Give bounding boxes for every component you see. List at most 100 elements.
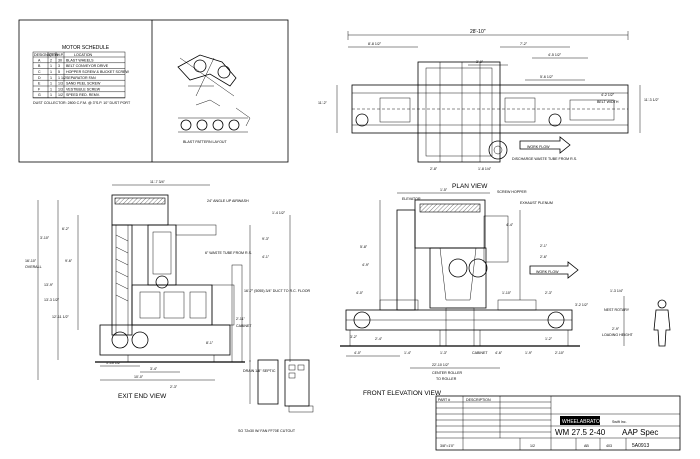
ms-cell: HOPPER SCREW & BUCKET SCREW — [66, 70, 129, 74]
tb-notes-head: PART # — [438, 398, 450, 402]
ms-cell: 1 — [50, 64, 52, 68]
exit-dim-d6: 9'-3" — [262, 237, 270, 241]
exit-dim-d10: 1'-10 1/2" — [106, 361, 122, 365]
front-dim-d18: 2'-10" — [555, 351, 565, 355]
ms-cell: C — [38, 70, 41, 74]
plan-dim-d8: 11'-3 1/2" — [644, 98, 660, 102]
exit-dim-d11: 3'-4" — [150, 367, 158, 371]
exit-dim-d14: 8'-1" — [206, 341, 214, 345]
scale-figure — [653, 299, 671, 347]
ms-cell: SAND PEEL SCREW — [66, 82, 101, 86]
plan-belt-width-label: BELT WIDTH — [597, 100, 619, 104]
front-dim-d4: 4'-4" — [506, 223, 514, 227]
front-dim-d8: 1'-10" — [502, 291, 512, 295]
plan-work-flow-arrow — [519, 136, 571, 154]
ms-cell: A — [38, 58, 41, 62]
title-block: PART # DESCRIPTION WHEELABRATOR Swift In… — [435, 395, 681, 451]
ms-cell: 1 — [50, 70, 52, 74]
ms-cell: 1/3 — [58, 87, 63, 91]
tb-model: WM 27.5 2-40 — [555, 428, 606, 437]
tb-rev: 403 — [606, 444, 612, 448]
front-dim-d5: 2'-1" — [540, 244, 548, 248]
ms-header-designation: DESIGNATION — [34, 53, 59, 57]
blast-pattern-label: BLAST PATTERN LAYOUT — [183, 140, 227, 144]
exit-dim-d13: 2'-11" — [236, 317, 246, 321]
tb-size: 1/2 — [530, 444, 535, 448]
front-dim-d11: 1'-4" — [404, 351, 412, 355]
ms-cell: VESTIBULE SCREW — [66, 87, 101, 91]
front-elevation-title: FRONT ELEVATION VIEW — [363, 390, 442, 397]
front-work-flow-arrow — [529, 261, 579, 279]
exit-dim-d3: 3'-10" — [40, 236, 50, 240]
front-elev-label: ELEVATOR — [402, 197, 421, 201]
plan-dim-d5: 5'-6 1/2" — [540, 75, 554, 79]
ms-cell: 30 — [58, 58, 62, 62]
front-dim-d7: 4'-0" — [356, 291, 364, 295]
tb-client: Swift Inc. — [612, 420, 627, 424]
ms-cell: 1/2 — [58, 93, 63, 97]
ms-cell: BELT CONVEYOR DRIVE — [66, 64, 109, 68]
front-dim-d17: 1'-9" — [525, 351, 533, 355]
motor-schedule-title: MOTOR SCHEDULE — [62, 45, 110, 51]
plan-dim-overall: 28'-10" — [470, 29, 486, 35]
exit-dim-d1: 1'-4 1/2" — [272, 211, 286, 215]
plan-dim-d6: 11'-2" — [318, 101, 328, 105]
tb-sheet: AB — [584, 444, 589, 448]
ms-cell: BLAST WHEELS — [66, 58, 94, 62]
ms-cell: 2 — [50, 58, 52, 62]
ms-cell: E — [38, 82, 41, 86]
panel-cutout-note: SO 72x30 W/ FAN FF70E CUTOUT — [238, 429, 296, 433]
front-dim-d10: 4'-0" — [354, 351, 362, 355]
exit-cabinet-label: CABINET — [236, 324, 252, 328]
plan-dim-d3: 4'-5 1/2" — [548, 53, 562, 57]
front-side-height: 1'-3 1/4" — [610, 289, 624, 293]
front-nest-rotary: NEST ROTARY — [604, 308, 630, 312]
plan-dim-d2: 7'-2" — [520, 42, 528, 46]
front-elevation-view: 1'-5" SCREW HOPPER EXHAUST PLENUM ELEVAT… — [340, 188, 634, 397]
ms-header-location: LOCATION — [74, 53, 93, 57]
tb-company: WHEELABRATOR — [562, 419, 604, 425]
front-dim-d9: 2'-3" — [545, 291, 553, 295]
ms-cell: D — [38, 76, 41, 80]
exit-dim-d15: 2'-3" — [170, 385, 178, 389]
plan-discharge-label: DISCHARGE WASTE TUBE FROM R.S. — [512, 157, 577, 161]
plan-work-flow-label: WORK FLOW — [527, 145, 550, 149]
exit-dim-d7: 4'-1" — [262, 255, 270, 259]
exit-end-view: 11'-7 3/4" 16'-10" OVERALL 3'-10" 6'-2" … — [25, 180, 311, 400]
exit-drain-label: DRAIN 1/8" SEPTIC — [243, 369, 276, 373]
ms-cell: SEPARATOR FAN — [66, 76, 96, 80]
front-dim-d2: 5'-8" — [360, 245, 368, 249]
front-dim-d1: 1'-5" — [440, 188, 448, 192]
exit-dim-overall-height: 16'-10" — [25, 259, 37, 263]
ms-cell: 5 — [58, 70, 60, 74]
front-loading-height: LOADING HEIGHT — [602, 333, 634, 337]
ms-cell: 1 — [50, 93, 52, 97]
plan-view-title: PLAN VIEW — [452, 183, 488, 190]
ms-cell: 1 — [50, 87, 52, 91]
exit-dim-d9: 12'-11 1/2" — [52, 315, 70, 319]
plan-dim-d1: 8'-8 1/2" — [368, 42, 382, 46]
tb-company-logo-bg — [560, 416, 600, 425]
exit-dim-d8: 13'-3 1/2" — [44, 298, 60, 302]
front-dim-d13: 4'-6" — [495, 351, 503, 355]
front-exhaust-label: EXHAUST PLENUM — [520, 201, 553, 205]
ms-cell: SPEED RED. REMV. — [66, 93, 100, 97]
exit-dim-top: 11'-7 3/4" — [150, 180, 166, 184]
ms-cell: B — [38, 64, 41, 68]
exit-dim-d2: 6'-2" — [62, 227, 70, 231]
exit-dim-d12: 10'-0" — [134, 375, 144, 379]
front-height-right: 3'-2 1/2" — [575, 303, 589, 307]
ms-cell: 3 — [58, 64, 60, 68]
tb-spec: AAP Spec — [622, 428, 658, 437]
front-dim-d6: 2'-6" — [540, 255, 548, 259]
motor-schedule-box: MOTOR SCHEDULE DESIGNATION QTY. H.P. LOC… — [18, 19, 289, 163]
plan-dim-d9: 1'-8 1/4" — [478, 167, 492, 171]
front-screw-label: SCREW HOPPER — [497, 190, 527, 194]
ms-header-qty: QTY. — [49, 53, 57, 57]
front-center-roller-dim: 22'-10 1/2" — [432, 363, 450, 367]
tb-notes-head2: DESCRIPTION — [466, 398, 491, 402]
ms-cell: G — [38, 93, 41, 97]
motor-schedule-rows: A 2 30 BLAST WHEELS B 1 3 BELT CONVEYOR DRIVE C 1… — [33, 58, 129, 98]
plan-dim-d7: 2'-8" — [430, 167, 438, 171]
